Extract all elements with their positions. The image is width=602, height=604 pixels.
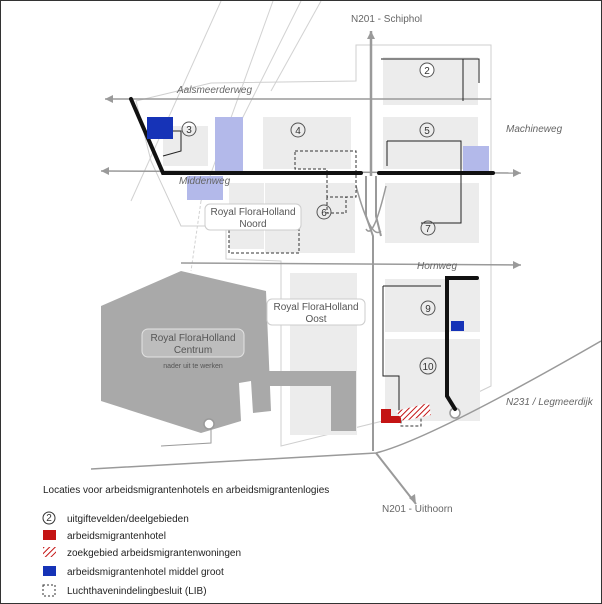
subarea-2: 2 xyxy=(424,66,430,77)
legend-title: Locaties voor arbeidsmigrantenhotels en … xyxy=(43,485,329,496)
plan-boundary xyxy=(135,44,492,447)
road-label-n231: N231 / Legmeerdijk xyxy=(506,397,594,408)
road-arrow-n201-south xyxy=(409,494,416,504)
legend-label-fields: uitgiftevelden/deelgebieden xyxy=(67,514,189,525)
subarea-10: 10 xyxy=(422,362,434,373)
rfh-oost-label-1: Royal FloraHolland xyxy=(273,302,358,313)
road-arrow-machineweg xyxy=(513,169,521,177)
search-area-hatch xyxy=(396,403,431,421)
subarea-6: 6 xyxy=(321,208,327,219)
rfh-noord-label-2: Noord xyxy=(239,219,266,230)
legend-label-lib: Luchthavenindelingbesluit (LIB) xyxy=(67,586,207,597)
road-arrow-middenweg xyxy=(101,167,109,175)
legend-number-sample: 2 xyxy=(46,513,52,524)
subarea-3: 3 xyxy=(186,125,192,136)
legend-swatch-lib xyxy=(42,584,56,597)
rfh-centrum-label-2: Centrum xyxy=(174,345,212,356)
area-labels: Royal FloraHolland Noord Royal FloraHoll… xyxy=(141,203,366,370)
road-label-n201-north: N201 - Schiphol xyxy=(351,14,422,25)
legend-label-search-area: zoekgebied arbeidsmigrantenwoningen xyxy=(67,548,241,559)
hotel-medium-large-field-9 xyxy=(451,321,464,331)
road-arrow-n201-north xyxy=(367,31,375,39)
rfh-centrum-annex xyxy=(263,371,356,431)
road-labels: N201 - Schiphol N201 - Uithoorn N231 / L… xyxy=(176,14,594,515)
road-arrow-aalsmeerderweg xyxy=(105,95,113,103)
lavender-blocks xyxy=(187,117,489,200)
road-arrow-hornweg xyxy=(513,261,521,269)
subarea-7: 7 xyxy=(425,224,431,235)
road-label-n201-south: N201 - Uithoorn xyxy=(382,504,453,515)
hotel-red xyxy=(381,409,401,423)
legend-swatch-hotel xyxy=(43,530,56,540)
hotel-medium-large-aalsmeerderweg xyxy=(147,117,173,139)
rfh-oost-label-2: Oost xyxy=(305,314,326,325)
boundary-lines xyxy=(130,1,322,272)
subarea-4: 4 xyxy=(295,126,301,137)
legend-swatch-blue xyxy=(43,566,56,576)
legend-label-hotel-medium: arbeidsmigrantenhotel middel groot xyxy=(67,567,224,578)
road-label-aalsmeerderweg: Aalsmeerderweg xyxy=(176,85,252,96)
main-routes xyxy=(129,97,495,411)
road-label-middenweg: Middenweg xyxy=(179,176,231,187)
subarea-5: 5 xyxy=(424,126,430,137)
legend: Locaties voor arbeidsmigrantenhotels en … xyxy=(42,485,329,597)
field-blocks xyxy=(163,57,480,435)
road-label-hornweg: Hornweg xyxy=(417,261,457,272)
subarea-markers: 2 3 4 5 6 7 9 10 xyxy=(181,62,437,375)
legend-swatch-hatch xyxy=(43,547,56,557)
subarea-9: 9 xyxy=(425,304,431,315)
legend-label-hotel: arbeidsmigrantenhotel xyxy=(67,531,166,542)
rfh-centrum-note: nader uit te werken xyxy=(163,363,223,370)
access-roads xyxy=(161,58,480,413)
road-label-machineweg: Machineweg xyxy=(506,124,563,135)
rfh-noord-label-1: Royal FloraHolland xyxy=(210,207,295,218)
rfh-centrum-label-1: Royal FloraHolland xyxy=(150,333,235,344)
roundabout-west xyxy=(203,418,215,430)
